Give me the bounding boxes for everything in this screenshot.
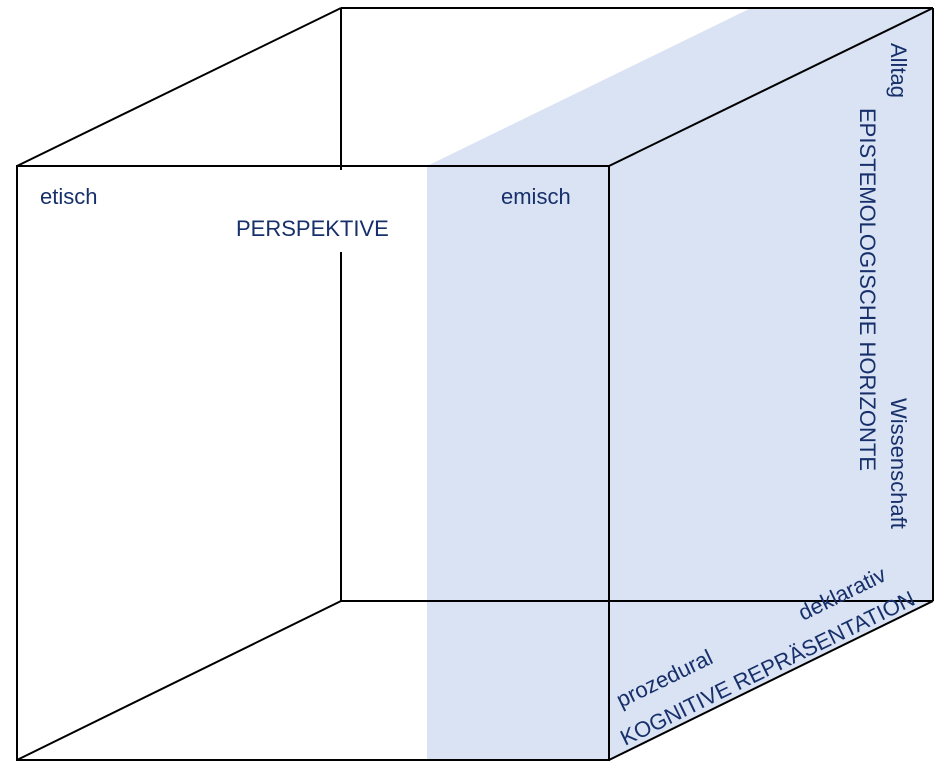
emisch-region-front <box>427 166 609 760</box>
cube-edge-back-bottom-diagonal <box>16 600 342 761</box>
cube-edge-top-left-diagonal <box>16 7 342 167</box>
emisch-region-top <box>427 8 933 166</box>
cube-edge-bottom-right-diagonal <box>608 600 934 761</box>
epistemologische-horizonte-axis-label: EPISTEMOLOGISCHE HORIZONTE <box>855 108 880 471</box>
emisch-region-right-face <box>609 8 933 760</box>
perspektive-axis-label: PERSPEKTIVE <box>236 216 389 241</box>
pole-wissenschaft-label: Wissenschaft <box>886 398 911 529</box>
cube-front-face <box>16 165 610 761</box>
pole-alltag-label: Alltag <box>886 43 911 98</box>
pole-emisch-label: emisch <box>501 184 571 209</box>
pole-etisch-label: etisch <box>40 184 97 209</box>
cube-edge-top-right-diagonal <box>608 7 934 167</box>
